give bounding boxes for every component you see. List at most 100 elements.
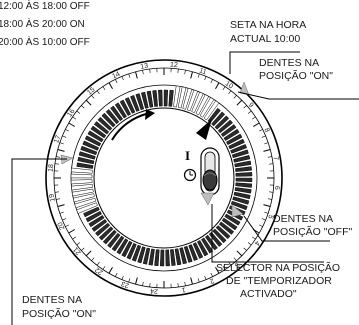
tooth-off[interactable] [223, 128, 240, 141]
tooth-off[interactable] [83, 206, 100, 218]
tooth-off[interactable] [230, 144, 247, 154]
tooth-off[interactable] [218, 221, 235, 235]
tooth-on[interactable] [72, 193, 95, 203]
tooth-on[interactable] [182, 87, 193, 110]
dial-tick [228, 261, 232, 266]
tooth-off[interactable] [183, 245, 193, 263]
tooth-off[interactable] [90, 125, 107, 139]
tooth-off[interactable] [224, 213, 241, 226]
tooth-off[interactable] [165, 249, 170, 267]
tooth-off[interactable] [215, 225, 231, 240]
tooth-off[interactable] [135, 93, 145, 111]
tooth-off[interactable] [130, 95, 140, 112]
tooth-off[interactable] [93, 121, 110, 135]
tooth-off[interactable] [146, 90, 154, 108]
tooth-off[interactable] [214, 115, 230, 130]
tooth-on[interactable] [70, 167, 93, 174]
tooth-off[interactable] [201, 237, 214, 254]
tooth-off[interactable] [154, 249, 160, 267]
tooth-on[interactable] [71, 184, 93, 191]
tooth-on[interactable] [76, 202, 98, 214]
tooth-off[interactable] [111, 235, 125, 252]
tooth-off[interactable] [159, 249, 165, 267]
tooth-off[interactable] [192, 242, 204, 259]
dial-hour-label: 19 [49, 193, 57, 202]
tooth-off[interactable] [84, 135, 102, 147]
tooth-off[interactable] [124, 97, 136, 114]
tooth-off[interactable] [235, 172, 253, 177]
tooth-on[interactable] [203, 100, 220, 121]
tooth-off[interactable] [82, 140, 100, 151]
tooth-off[interactable] [131, 244, 142, 262]
tooth-off[interactable] [188, 244, 198, 261]
tooth-off[interactable] [228, 138, 245, 150]
tooth-on[interactable] [70, 173, 93, 179]
dial-hour-label: 2 [208, 276, 215, 284]
tooth-off[interactable] [168, 89, 174, 107]
tooth-off[interactable] [234, 187, 252, 194]
tooth-off[interactable] [116, 238, 129, 255]
tooth-off[interactable] [179, 247, 188, 265]
tooth-off[interactable] [158, 89, 163, 107]
tooth-on[interactable] [173, 85, 181, 108]
tooth-off[interactable] [205, 234, 218, 251]
tooth-off[interactable] [80, 145, 98, 156]
tooth-off[interactable] [110, 105, 123, 122]
tooth-off[interactable] [233, 191, 251, 200]
tooth-off[interactable] [137, 246, 146, 264]
tooth-off[interactable] [235, 166, 252, 172]
tooth-off[interactable] [95, 222, 111, 237]
tooth-off[interactable] [148, 248, 155, 266]
tooth-off[interactable] [87, 130, 104, 143]
dial-tick [269, 191, 274, 193]
tooth-off[interactable] [88, 215, 105, 228]
tooth-off[interactable] [212, 228, 227, 244]
tooth-off[interactable] [235, 177, 253, 183]
selector-switch[interactable] [200, 147, 220, 196]
tooth-off[interactable] [235, 182, 253, 188]
tooth-off[interactable] [226, 133, 243, 146]
tooth-off[interactable] [78, 151, 96, 160]
tooth-off[interactable] [221, 217, 238, 231]
tooth-off[interactable] [119, 99, 132, 116]
tooth-off[interactable] [101, 112, 116, 128]
tooth-off[interactable] [102, 229, 117, 245]
tooth-off[interactable] [105, 109, 120, 125]
tooth-off[interactable] [85, 210, 102, 223]
tooth-off[interactable] [98, 226, 114, 241]
tooth-off[interactable] [76, 162, 94, 169]
tooth-off[interactable] [174, 248, 182, 266]
tooth-on[interactable] [195, 94, 210, 116]
tooth-off[interactable] [163, 89, 169, 107]
tooth-off[interactable] [217, 119, 233, 134]
tooth-on[interactable] [71, 188, 94, 197]
tooth-off[interactable] [142, 247, 151, 265]
tooth-off[interactable] [77, 156, 95, 165]
tooth-on[interactable] [74, 197, 97, 209]
tooth-off[interactable] [107, 232, 121, 249]
tooth-on[interactable] [186, 89, 198, 112]
tooth-off[interactable] [170, 249, 176, 266]
tooth-off[interactable] [140, 91, 149, 109]
tooth-off[interactable] [121, 240, 133, 258]
tooth-off[interactable] [114, 102, 127, 119]
schedule-line-3: 20:00 ÀS 10:00 OFF [0, 35, 90, 48]
tooth-off[interactable] [232, 196, 250, 205]
tooth-off[interactable] [97, 116, 113, 131]
tooth-off[interactable] [231, 149, 249, 159]
dial-tick [135, 277, 138, 285]
tooth-on[interactable] [177, 86, 187, 109]
tooth-off[interactable] [91, 219, 108, 232]
tooth-on[interactable] [199, 97, 215, 118]
dial-tick [81, 247, 85, 251]
tooth-off[interactable] [234, 160, 252, 168]
tooth-off[interactable] [126, 242, 137, 260]
tooth-on[interactable] [191, 91, 204, 114]
tooth-off[interactable] [152, 90, 158, 107]
tooth-off[interactable] [211, 111, 226, 127]
tooth-on[interactable] [70, 179, 93, 185]
tooth-off[interactable] [220, 124, 237, 137]
tooth-off[interactable] [233, 154, 251, 163]
tooth-off[interactable] [230, 200, 248, 211]
tooth-off[interactable] [196, 240, 209, 257]
